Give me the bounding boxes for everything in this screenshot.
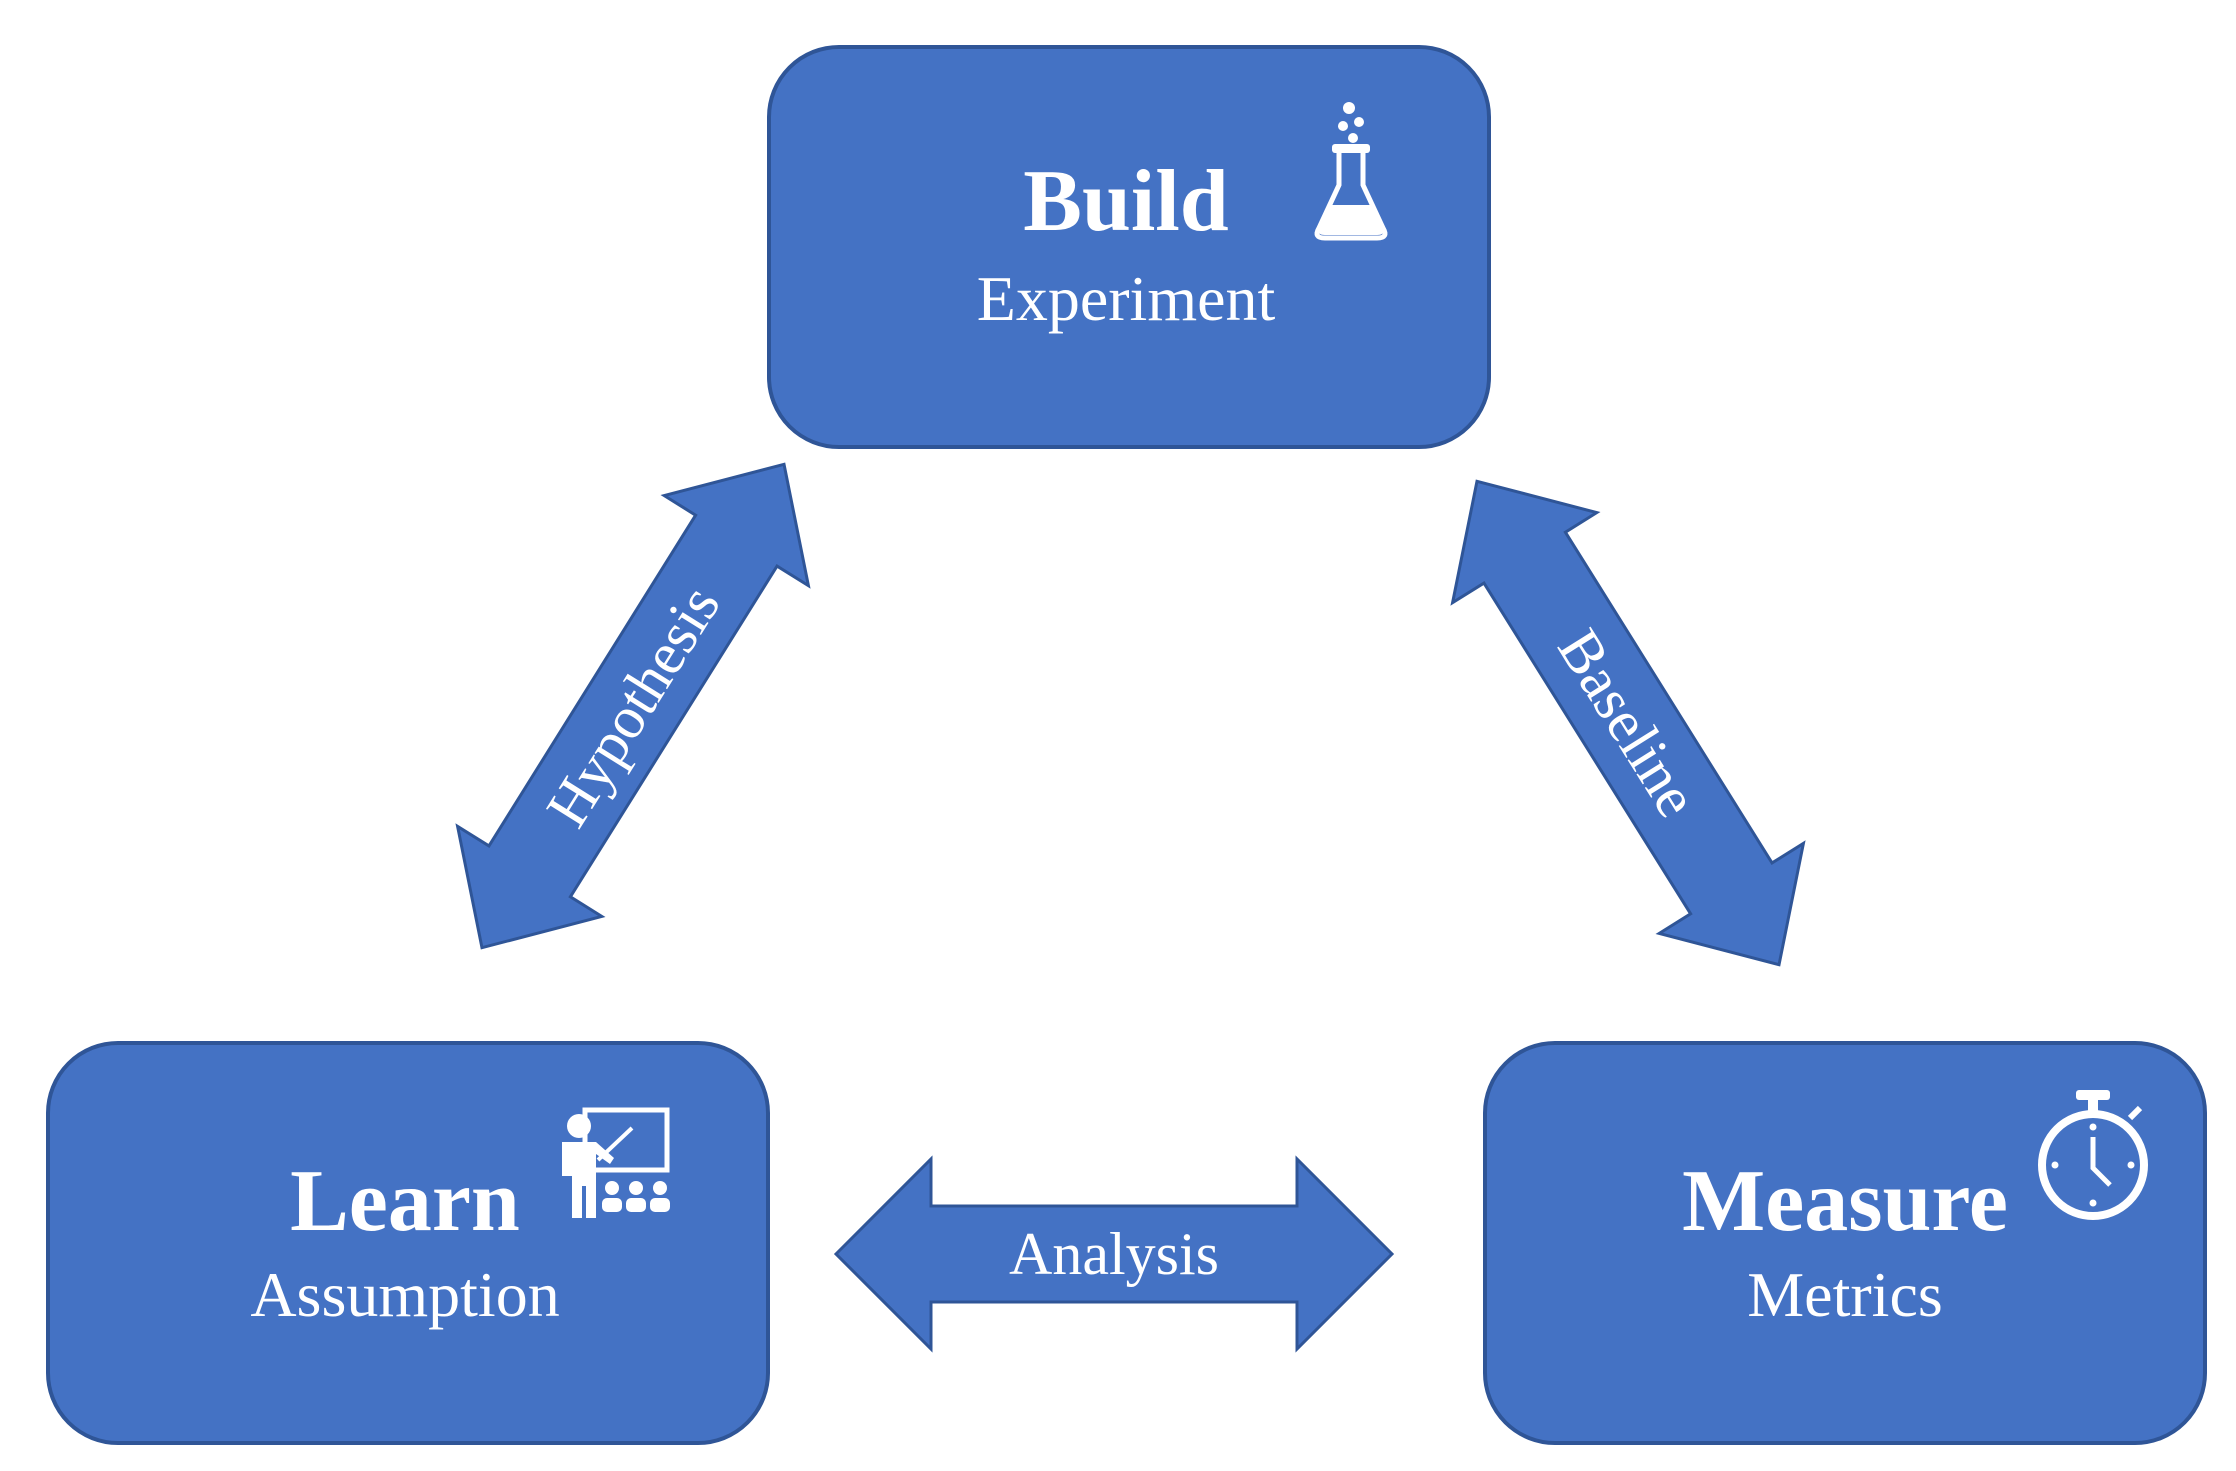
analysis-arrow-shape: [833, 1155, 1395, 1353]
measure-box: [1483, 1041, 2207, 1445]
analysis-label: Analysis: [1009, 1221, 1219, 1287]
learn-subtitle: Assumption: [250, 1259, 559, 1330]
hypothesis-arrow: Hypothesis: [455, 462, 811, 950]
teacher-presentation-icon: [562, 1107, 670, 1218]
measure-node: Measure Metrics: [1483, 1041, 2207, 1445]
learn-node: Learn Assumption: [46, 1041, 770, 1445]
build-node: Build Experiment: [767, 45, 1491, 449]
learn-title: Learn: [290, 1153, 520, 1250]
baseline-arrow-shape: [1450, 479, 1806, 967]
measure-subtitle: Metrics: [1747, 1259, 1943, 1330]
build-box: [767, 45, 1491, 449]
baseline-arrow: Baseline: [1450, 479, 1806, 967]
analysis-arrow: Analysis: [833, 1155, 1395, 1353]
build-subtitle: Experiment: [977, 263, 1276, 334]
hypothesis-arrow-shape: [455, 462, 811, 950]
stopwatch-icon: [2038, 1090, 2148, 1220]
flask-icon: [1314, 102, 1388, 241]
measure-title: Measure: [1682, 1153, 2008, 1250]
build-title: Build: [1023, 153, 1228, 250]
